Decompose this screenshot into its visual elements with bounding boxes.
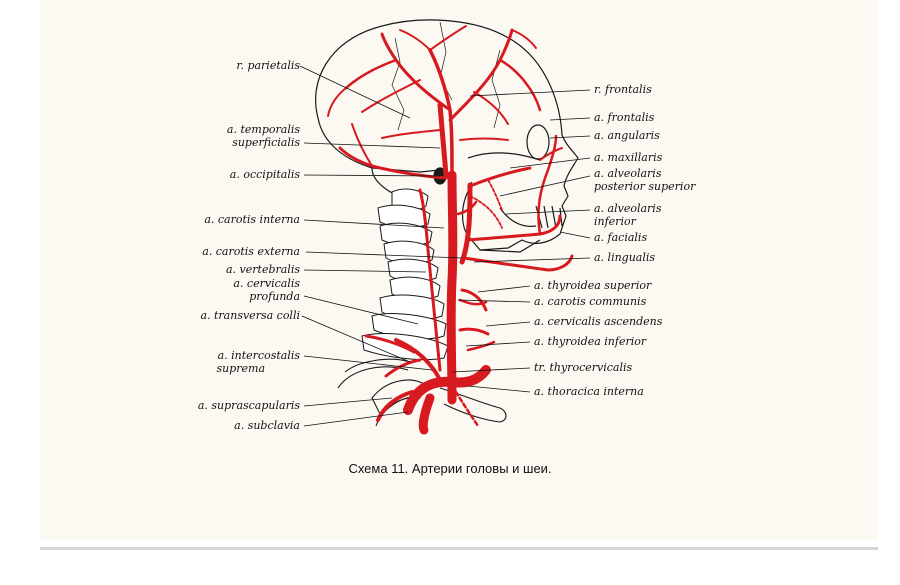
label-profunda: profunda <box>249 290 300 303</box>
label-a-transversa-colli: a. transversa colli <box>200 309 300 322</box>
figure-caption: Схема 11. Артерии головы и шеи. <box>348 461 552 476</box>
label-a-vertebralis: a. vertebralis <box>225 263 300 276</box>
label-a-facialis: a. facialis <box>594 231 648 244</box>
label-a-maxillaris: a. maxillaris <box>594 151 663 164</box>
label-a-alveolaris-1: a. alveolaris <box>594 167 662 180</box>
label-a-carotis-externa: a. carotis externa <box>202 245 300 258</box>
label-a-cervicalis: a. cervicalis <box>233 277 300 290</box>
label-a-carotis-interna: a. carotis interna <box>204 213 300 226</box>
label-tr-thyrocervicalis: tr. thyrocervicalis <box>534 361 633 374</box>
label-r-parietalis: r. parietalis <box>236 59 300 72</box>
leader-lines <box>299 65 591 427</box>
page-sheet <box>40 0 878 540</box>
label-a-angularis: a. angularis <box>594 129 660 142</box>
label-inferior: inferior <box>594 215 636 228</box>
label-a-lingualis: a. lingualis <box>594 251 656 264</box>
label-suprema: suprema <box>216 362 265 375</box>
label-a-carotis-communis: a. carotis communis <box>534 295 647 308</box>
label-superficialis: superficialis <box>232 136 300 149</box>
label-a-frontalis: a. frontalis <box>594 111 655 124</box>
label-a-cervicalis-ascendens: a. cervicalis ascendens <box>534 315 663 328</box>
label-a-occipitalis: a. occipitalis <box>229 168 300 181</box>
label-a-thyroidea-inferior: a. thyroidea inferior <box>534 335 647 348</box>
label-a-temporalis: a. temporalis <box>226 123 300 136</box>
bottom-rule <box>40 547 878 550</box>
label-r-frontalis: r. frontalis <box>594 83 652 96</box>
label-a-suprascapularis: a. suprascapularis <box>197 399 300 412</box>
label-a-subclavia: a. subclavia <box>234 419 300 432</box>
artery-tree <box>327 25 574 435</box>
label-posterior-superior: posterior superior <box>594 180 696 193</box>
label-a-alveolaris-2: a. alveolaris <box>594 202 662 215</box>
label-a-thyroidea-superior: a. thyroidea superior <box>534 279 652 292</box>
label-a-thoracica-interna: a. thoracica interna <box>534 385 644 398</box>
label-a-intercostalis: a. intercostalis <box>217 349 300 362</box>
